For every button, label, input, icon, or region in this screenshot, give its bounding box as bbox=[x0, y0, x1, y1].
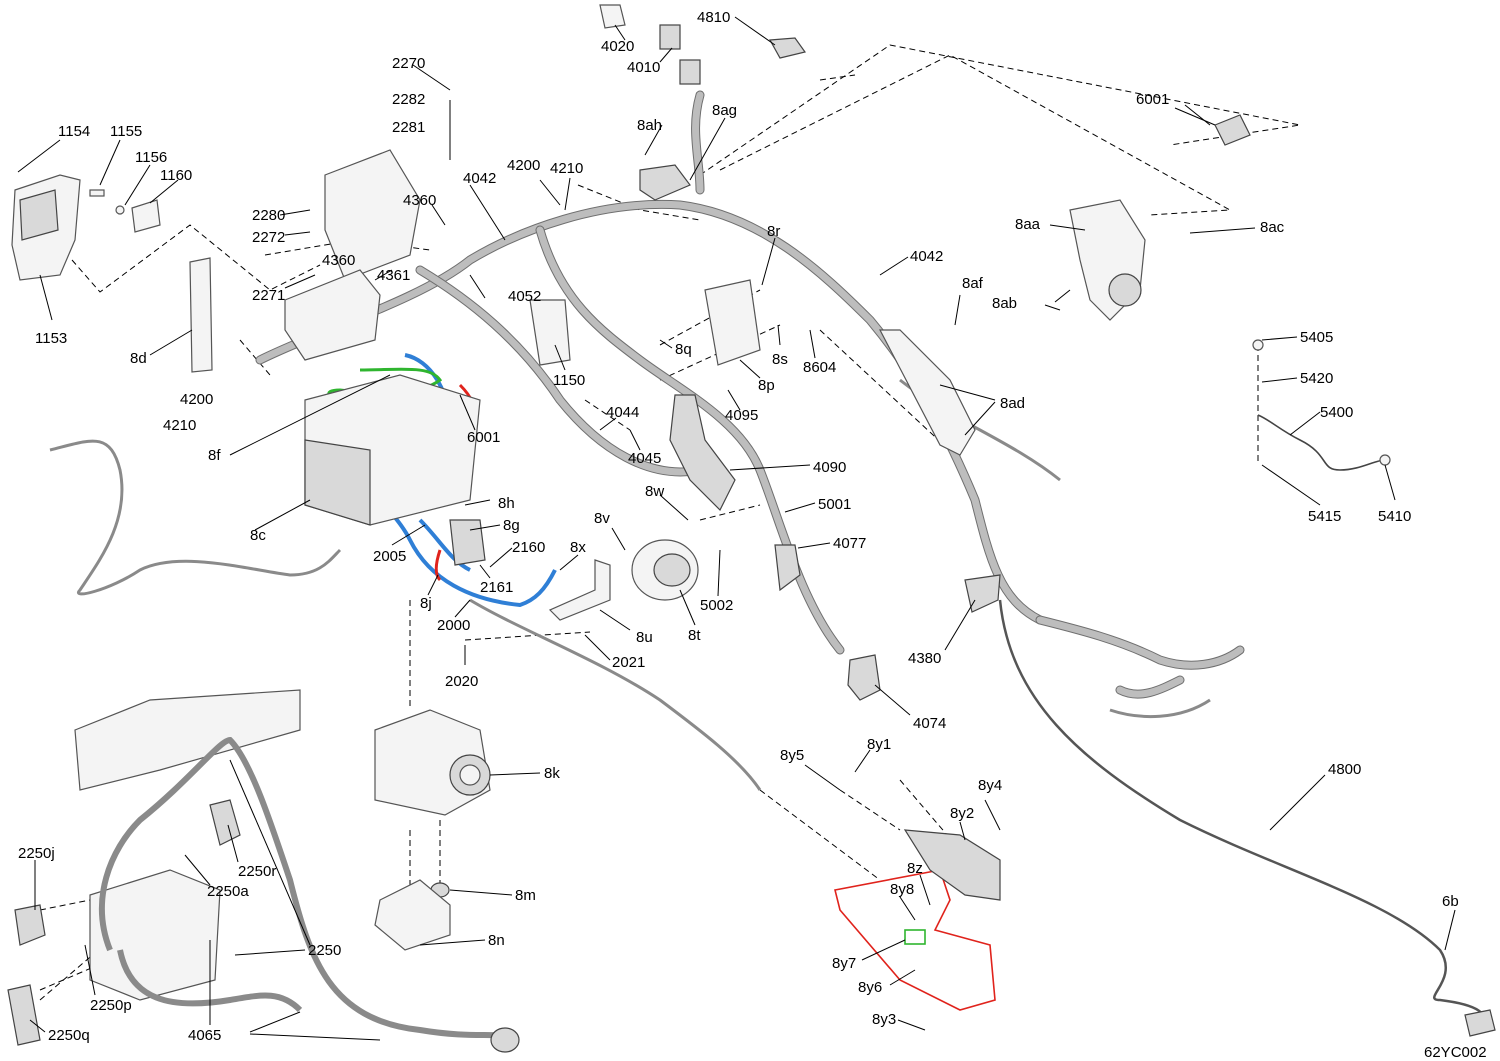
callout-8j: 8j bbox=[420, 595, 432, 612]
callout-8y3: 8y3 bbox=[872, 1011, 896, 1028]
callout-2281: 2281 bbox=[392, 119, 425, 136]
callout-4065: 4065 bbox=[188, 1027, 221, 1044]
callout-5415: 5415 bbox=[1308, 508, 1341, 525]
callout-8y2: 8y2 bbox=[950, 805, 974, 822]
callout-1154: 1154 bbox=[58, 123, 90, 140]
callout-8n: 8n bbox=[488, 932, 505, 949]
callout-4042-left: 4042 bbox=[463, 170, 496, 187]
callout-labels: 1154 1155 1156 1160 1153 8d 2270 2282 22… bbox=[18, 9, 1487, 1061]
callout-2272: 2272 bbox=[252, 229, 285, 246]
callout-4010: 4010 bbox=[627, 59, 660, 76]
callout-2250j: 2250j bbox=[18, 845, 55, 862]
callout-1160: 1160 bbox=[160, 167, 192, 184]
callout-4052: 4052 bbox=[508, 288, 541, 305]
callout-8c: 8c bbox=[250, 527, 266, 544]
callout-8ad: 8ad bbox=[1000, 395, 1025, 412]
main-wire-harness bbox=[49, 90, 1485, 1026]
callout-8ab: 8ab bbox=[992, 295, 1017, 312]
callout-2250: 2250 bbox=[308, 942, 341, 959]
callout-8x: 8x bbox=[570, 539, 586, 556]
callout-2250p: 2250p bbox=[90, 997, 132, 1014]
callout-4210-top: 4210 bbox=[550, 160, 583, 177]
callout-2000: 2000 bbox=[437, 617, 470, 634]
callout-1155: 1155 bbox=[110, 123, 142, 140]
callout-1156: 1156 bbox=[135, 149, 167, 166]
callout-8ag: 8ag bbox=[712, 102, 737, 119]
callout-2020: 2020 bbox=[445, 673, 478, 690]
callout-4074: 4074 bbox=[913, 715, 946, 732]
callout-8z: 8z bbox=[907, 860, 923, 877]
callout-8r: 8r bbox=[767, 223, 780, 240]
callout-2005: 2005 bbox=[373, 548, 406, 565]
callout-8aa: 8aa bbox=[1015, 216, 1041, 233]
callout-6b: 6b bbox=[1442, 893, 1459, 910]
callout-2160: 2160 bbox=[512, 539, 545, 556]
callout-2270: 2270 bbox=[392, 55, 425, 72]
callout-8q: 8q bbox=[675, 341, 692, 358]
callout-8h: 8h bbox=[498, 495, 515, 512]
callout-4361: 4361 bbox=[377, 267, 410, 284]
callout-8k: 8k bbox=[544, 765, 560, 782]
callout-8t: 8t bbox=[688, 627, 701, 644]
callout-5002: 5002 bbox=[700, 597, 733, 614]
callout-4360-lower: 4360 bbox=[322, 252, 355, 269]
callout-8w: 8w bbox=[645, 483, 664, 500]
callout-2282: 2282 bbox=[392, 91, 425, 108]
callout-4042-right: 4042 bbox=[910, 248, 943, 265]
callout-8v: 8v bbox=[594, 510, 610, 527]
callout-8f: 8f bbox=[208, 447, 221, 464]
callout-8y5: 8y5 bbox=[780, 747, 804, 764]
callout-2250r: 2250r bbox=[238, 863, 276, 880]
callout-5405: 5405 bbox=[1300, 329, 1333, 346]
callout-4360-upper: 4360 bbox=[403, 192, 436, 209]
callout-8u: 8u bbox=[636, 629, 653, 646]
leader-lines bbox=[17, 16, 1456, 1041]
parts bbox=[7, 4, 1496, 1053]
callout-6001-top: 6001 bbox=[1136, 91, 1169, 108]
callout-8m: 8m bbox=[515, 887, 536, 904]
callout-5420: 5420 bbox=[1300, 370, 1333, 387]
callout-2280: 2280 bbox=[252, 207, 285, 224]
callout-4210-left: 4210 bbox=[163, 417, 196, 434]
callout-2271: 2271 bbox=[252, 287, 285, 304]
callout-2250a: 2250a bbox=[207, 883, 249, 900]
callout-4045: 4045 bbox=[628, 450, 661, 467]
callout-4044: 4044 bbox=[606, 404, 639, 421]
callout-4200-top: 4200 bbox=[507, 157, 540, 174]
callout-8af: 8af bbox=[962, 275, 984, 292]
callout-4810: 4810 bbox=[697, 9, 730, 26]
callout-8y1: 8y1 bbox=[867, 736, 891, 753]
callout-2161: 2161 bbox=[480, 579, 513, 596]
figure-code: 62YC002 bbox=[1424, 1044, 1487, 1061]
callout-8d: 8d bbox=[130, 350, 147, 367]
callout-5001: 5001 bbox=[818, 496, 851, 513]
callout-4020: 4020 bbox=[601, 38, 634, 55]
callout-8g: 8g bbox=[503, 517, 520, 534]
callout-4380: 4380 bbox=[908, 650, 941, 667]
callout-6001-center: 6001 bbox=[467, 429, 500, 446]
callout-5410: 5410 bbox=[1378, 508, 1411, 525]
callout-4800: 4800 bbox=[1328, 761, 1361, 778]
callout-8604: 8604 bbox=[803, 359, 836, 376]
callout-1153: 1153 bbox=[35, 330, 67, 347]
callout-4090: 4090 bbox=[813, 459, 846, 476]
callout-4095: 4095 bbox=[725, 407, 758, 424]
callout-8y8: 8y8 bbox=[890, 881, 914, 898]
callout-8p: 8p bbox=[758, 377, 775, 394]
callout-8ac: 8ac bbox=[1260, 219, 1285, 236]
callout-8s: 8s bbox=[772, 351, 788, 368]
callout-8y7: 8y7 bbox=[832, 955, 856, 972]
callout-1150: 1150 bbox=[553, 372, 585, 389]
callout-8y6: 8y6 bbox=[858, 979, 882, 996]
callout-8ah: 8ah bbox=[637, 117, 662, 134]
callout-8y4: 8y4 bbox=[978, 777, 1002, 794]
callout-5400: 5400 bbox=[1320, 404, 1353, 421]
callout-4200-left: 4200 bbox=[180, 391, 213, 408]
callout-2250q: 2250q bbox=[48, 1027, 90, 1044]
callout-4077: 4077 bbox=[833, 535, 866, 552]
callout-2021: 2021 bbox=[612, 654, 645, 671]
